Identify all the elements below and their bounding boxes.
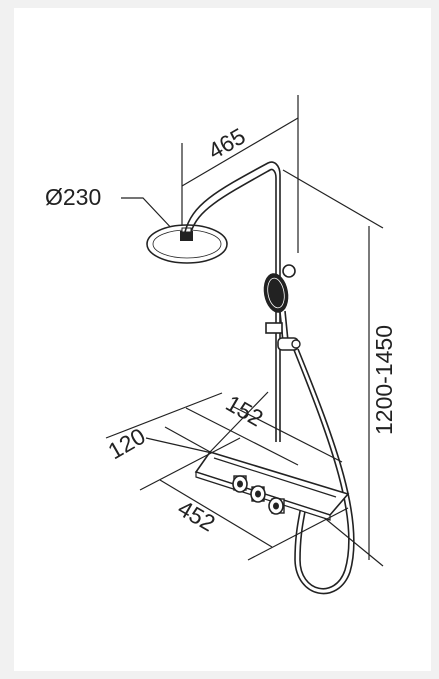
valve-knob-middle (250, 485, 266, 503)
arm-reach-label: 465 (204, 123, 250, 165)
shower-hose (293, 348, 355, 595)
shower-arm (184, 161, 281, 442)
valve-knobs (232, 475, 285, 515)
valve-knob-left (232, 475, 248, 493)
hand-shower (263, 264, 296, 343)
showerhead-diameter-label: Ø230 (45, 184, 101, 210)
height-range-label: 1200-1450 (371, 325, 397, 435)
slider-holder (265, 322, 301, 351)
valve-knob-right (268, 497, 285, 515)
shelf-depth-label: 120 (104, 423, 150, 465)
showerhead-diameter-callout: Ø230 (45, 184, 176, 233)
rain-showerhead (146, 224, 228, 264)
shelf-depth-dimension: 120 (104, 392, 223, 465)
diagram-frame (14, 8, 431, 671)
shelf-width-label: 452 (174, 495, 220, 537)
height-dimension: 1200-1450 (282, 169, 397, 567)
valve-spacing-label: 152 (222, 390, 268, 432)
